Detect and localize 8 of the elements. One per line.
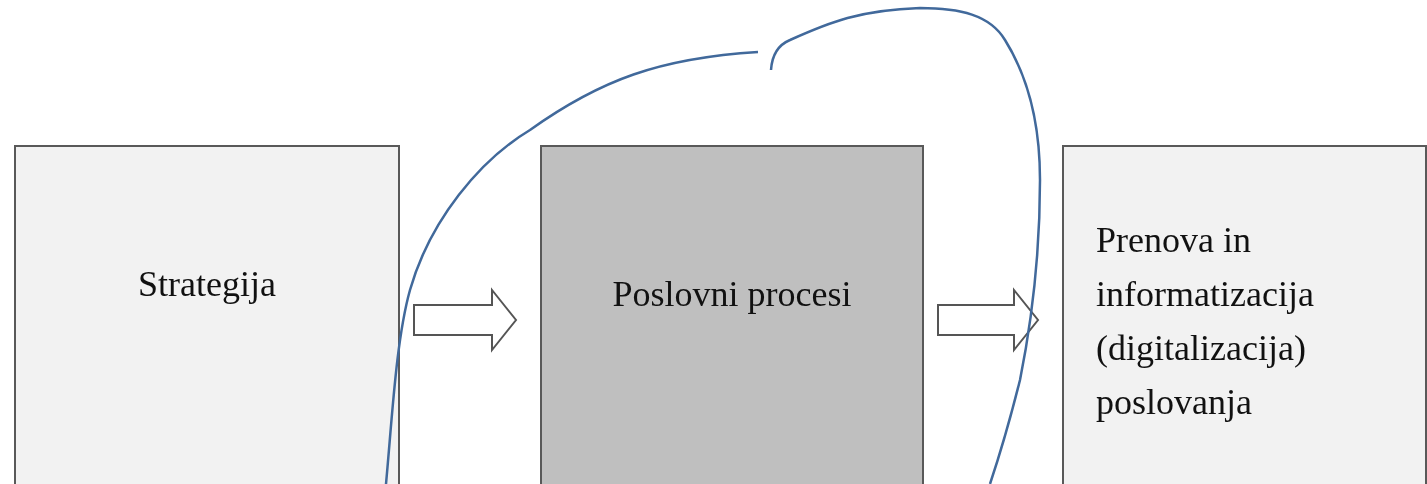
process-box	[1062, 145, 1427, 484]
box-label: Poslovni procesi	[612, 273, 852, 316]
block-arrow	[937, 287, 1040, 353]
box-label: Prenova in informatizacija (digitalizacija) poslovanja	[1096, 219, 1315, 424]
process-box	[540, 145, 924, 484]
process-box	[14, 145, 400, 484]
box-label: Strategija	[138, 263, 276, 306]
block-arrow	[413, 287, 518, 353]
